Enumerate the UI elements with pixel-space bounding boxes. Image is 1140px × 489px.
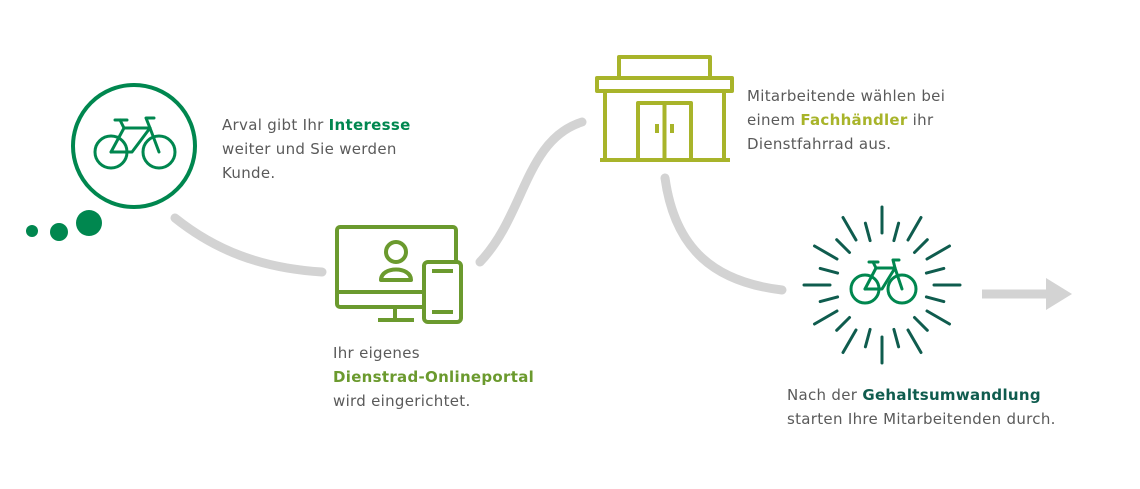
burst-ray (818, 295, 840, 304)
burst-ray (913, 316, 929, 332)
step1-text: Arval gibt Ihr Interesse weiter und Sie … (222, 113, 411, 185)
burst-ray (863, 221, 872, 243)
shop-icon (595, 55, 734, 162)
step2-line1: Ihr eigenes (333, 344, 420, 362)
burst-ray (863, 327, 872, 349)
burst-ray (924, 295, 946, 304)
bicycle-burst-icon (802, 205, 962, 365)
step2-keyword: Dienstrad-Onlineportal (333, 368, 535, 386)
step3-line1: Mitarbeitende wählen bei (747, 87, 946, 105)
burst-ray (925, 244, 951, 261)
burst-ray (913, 238, 929, 254)
step1-line1: Arval gibt Ihr Interesse (222, 116, 411, 134)
burst-ray (906, 216, 923, 242)
connector-path-2 (475, 117, 587, 267)
step1-line3: Kunde. (222, 164, 276, 182)
step3-text: Mitarbeitende wählen bei einem Fachhändl… (747, 84, 945, 156)
burst-ray (924, 266, 946, 275)
step1-keyword: Interesse (328, 116, 411, 134)
burst-ray (835, 316, 851, 332)
step4-line2: starten Ihre Mitarbeitenden durch. (787, 410, 1056, 428)
step3-line2: einem Fachhändler ihr (747, 111, 934, 129)
burst-ray (818, 266, 840, 275)
step4-keyword: Gehaltsumwandlung (862, 386, 1041, 404)
connector-path-3 (660, 173, 787, 295)
step4-text: Nach der Gehaltsumwandlung starten Ihre … (787, 383, 1056, 431)
step1-icon-circle (71, 83, 197, 209)
step1-line2: weiter und Sie werden (222, 140, 397, 158)
burst-ray (892, 327, 901, 349)
burst-ray (835, 238, 851, 254)
burst-ray (841, 328, 858, 354)
step3-line3: Dienstfahrrad aus. (747, 135, 892, 153)
step2-line3: wird eingerichtet. (333, 392, 471, 410)
step3-keyword: Fachhändler (800, 111, 908, 129)
step2-line2: Dienstrad-Onlineportal (333, 365, 534, 389)
burst-ray (841, 216, 858, 242)
step4-line1: Nach der Gehaltsumwandlung (787, 386, 1041, 404)
burst-ray (906, 328, 923, 354)
burst-ray (925, 309, 951, 326)
bubble-dots (26, 210, 102, 241)
burst-ray (813, 244, 839, 261)
bicycle-icon (93, 116, 177, 170)
step2-text: Ihr eigenes Dienstrad-Onlineportal wird … (333, 341, 534, 413)
monitor-tablet-icon (335, 225, 463, 324)
burst-bicycle (849, 258, 918, 305)
burst-ray (813, 309, 839, 326)
connector-path-1 (170, 213, 327, 277)
burst-ray (892, 221, 901, 243)
arrow-right-icon (982, 278, 1072, 310)
